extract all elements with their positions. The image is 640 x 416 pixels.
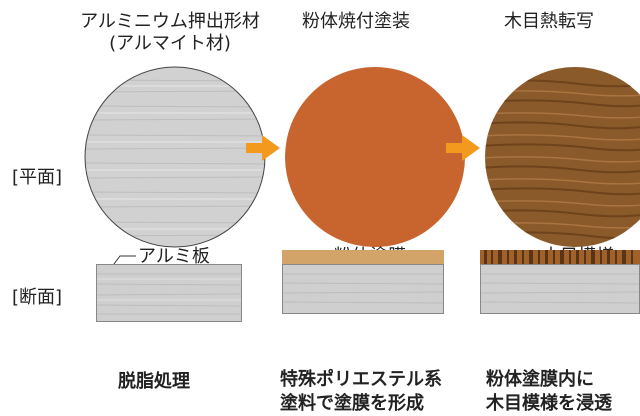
plan-view-label: [平面] <box>12 167 63 188</box>
right-arrow-icon <box>446 135 480 161</box>
stage3-title: 木目熱転写 <box>504 11 594 32</box>
right-arrow-icon <box>246 135 280 161</box>
callout-aluminium: アルミ板 <box>138 246 210 267</box>
stage3-caption: 粉体塗膜内に 木目模様を浸透 <box>486 368 612 416</box>
aluminium-disc <box>84 66 266 248</box>
stage3-caption-line2: 木目模様を浸透 <box>486 393 612 414</box>
stage2-caption-line2: 塗料で塗膜を形成 <box>280 393 424 414</box>
powder-coated-disc <box>285 67 465 247</box>
woodgrain-disc <box>485 67 640 247</box>
stage1-caption: 脱脂処理 <box>118 371 190 392</box>
powder-film-section <box>282 250 444 314</box>
stage1-title-line2: (アルマイト材) <box>109 32 231 54</box>
stage2-title: 粉体焼付塗装 <box>302 11 410 32</box>
stage2-caption-line1: 特殊ポリエステル系 <box>280 369 442 390</box>
stage3-caption-line1: 粉体塗膜内に <box>486 369 594 390</box>
section-view-label: [断面] <box>12 287 63 308</box>
stage1-title-line1: アルミニウム押出形材 <box>80 11 260 32</box>
woodgrain-section <box>480 250 640 314</box>
stage1-title: アルミニウム押出形材 (アルマイト材) <box>70 12 270 54</box>
aluminium-section <box>96 264 242 322</box>
stage2-caption: 特殊ポリエステル系 塗料で塗膜を形成 <box>280 368 442 416</box>
